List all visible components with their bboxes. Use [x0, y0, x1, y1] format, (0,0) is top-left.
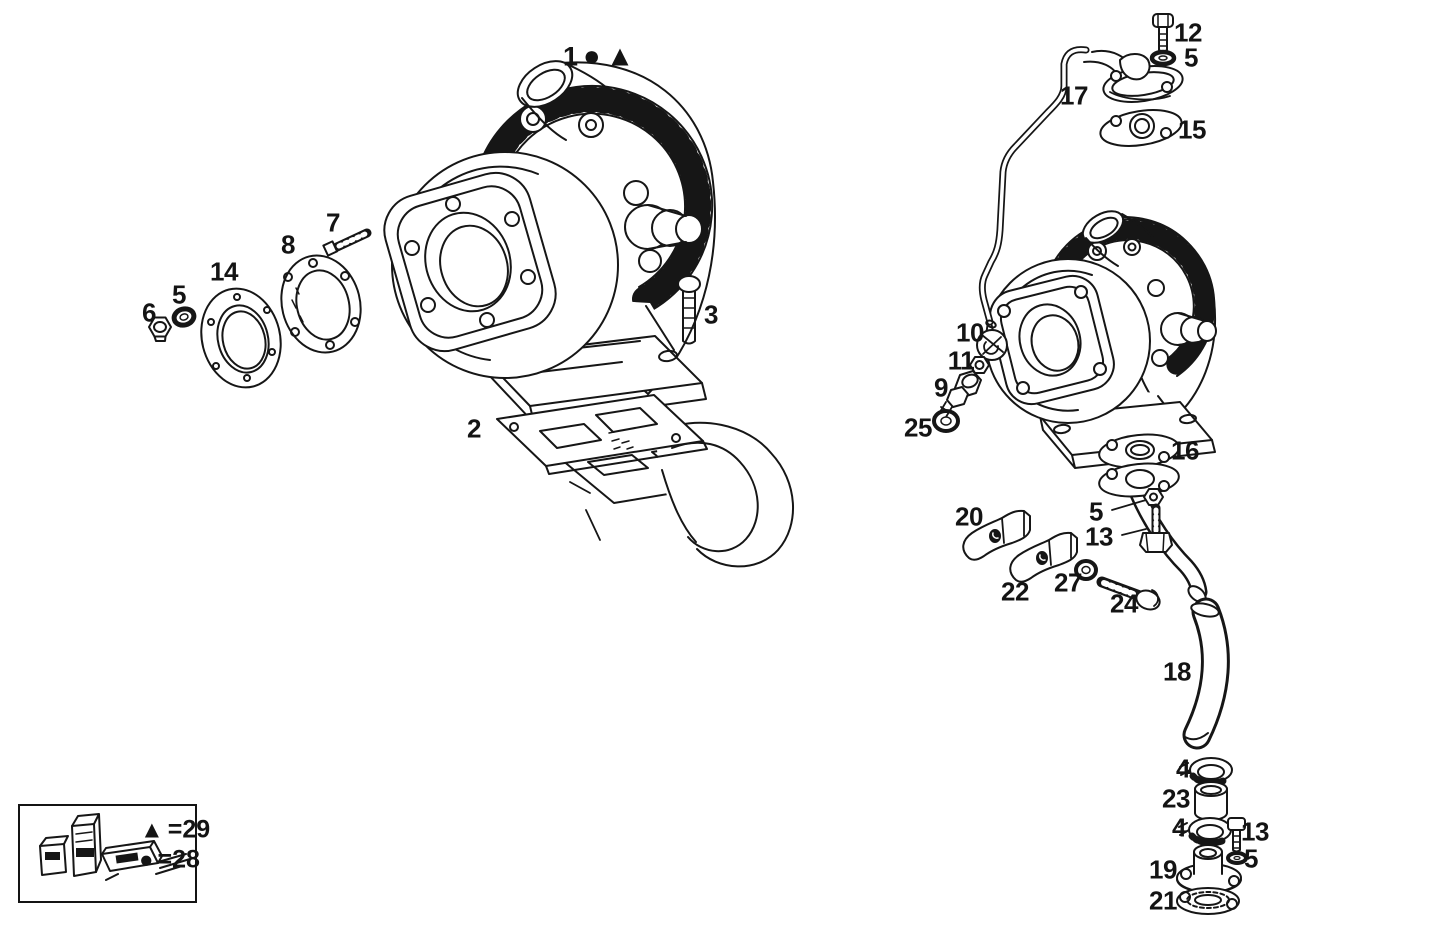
legend-triangle-value: =29	[167, 815, 211, 844]
legend-circle-row: ● =28	[139, 846, 200, 875]
callout-4-upper: 4	[1176, 753, 1190, 784]
hose-18	[1182, 597, 1230, 750]
callout-25: 25	[904, 412, 932, 443]
callout-15: 15	[1178, 114, 1206, 145]
callout-16: 16	[1171, 435, 1199, 466]
circle-symbol-icon: ●	[583, 40, 601, 73]
callout-18: 18	[1163, 656, 1191, 687]
callout-13-bottom: 13	[1241, 816, 1269, 847]
callout-2: 2	[467, 413, 481, 444]
callout-19: 19	[1149, 854, 1177, 885]
bolt-13-bottom	[1227, 817, 1246, 853]
bracket-20	[962, 509, 1031, 561]
gasket-15	[1099, 109, 1183, 147]
clamp-4-lower	[1178, 817, 1232, 847]
callout-9: 9	[934, 372, 948, 403]
callout-5-drain: 5	[1089, 496, 1103, 527]
clamp-4-upper	[1179, 757, 1233, 787]
parts-kit-illustration	[39, 813, 191, 881]
washer-27	[1074, 559, 1098, 581]
circle-symbol-icon: ●	[139, 846, 154, 873]
callout-7: 7	[326, 207, 340, 238]
callout-22: 22	[1001, 576, 1029, 607]
washer-25	[932, 409, 960, 433]
bolt-3	[677, 275, 701, 345]
callout-12: 12	[1174, 17, 1202, 48]
washer-5-left	[171, 306, 197, 328]
gasket-16	[1098, 433, 1180, 469]
callout-21: 21	[1149, 885, 1177, 916]
gasket-2	[496, 394, 708, 475]
stud-13-drain	[1121, 503, 1173, 553]
callout-5-left: 5	[172, 279, 186, 310]
triangle-symbol-icon: ▲	[605, 40, 635, 73]
callout-3: 3	[704, 299, 718, 330]
callout-11: 11	[947, 345, 975, 376]
callout-14: 14	[210, 256, 238, 287]
callout-10: 10	[956, 317, 984, 348]
bracket-22	[1009, 531, 1078, 583]
legend-box: ▲ =29 ● =28	[18, 804, 210, 903]
callout-24: 24	[1110, 588, 1138, 619]
gasket-21	[1176, 887, 1240, 915]
callout-1: 1 ● ▲	[563, 42, 634, 73]
legend-triangle-row: ▲ =29	[140, 816, 210, 845]
oil-drain-elbow	[1098, 462, 1208, 603]
washer-5-drain	[1111, 488, 1164, 511]
callout-23: 23	[1162, 783, 1190, 814]
nut-6	[148, 316, 172, 342]
washer-5-bottom	[1226, 851, 1248, 865]
banjo-bolt-10	[976, 329, 1008, 361]
callout-1-number: 1	[563, 41, 579, 72]
sleeve-23	[1194, 781, 1228, 821]
main-turbocharger	[383, 60, 716, 424]
banjo-flange-17	[1083, 50, 1184, 103]
callout-27: 27	[1054, 567, 1082, 598]
callout-5-top: 5	[1184, 42, 1198, 73]
gasket-8	[280, 254, 362, 354]
adapter-19	[1176, 844, 1242, 893]
right-turbocharger	[985, 210, 1217, 469]
callout-8: 8	[281, 229, 295, 260]
callout-13-drain: 13	[1085, 521, 1113, 552]
callout-5-bottom: 5	[1244, 843, 1258, 874]
triangle-symbol-icon: ▲	[140, 816, 164, 843]
legend-circle-value: =28	[157, 845, 200, 874]
washer-5-top	[1149, 49, 1177, 67]
ring-14	[200, 287, 282, 389]
union-9	[939, 370, 982, 418]
nut-11	[969, 356, 990, 374]
bolt-12	[1152, 13, 1174, 53]
callout-4-lower: 4	[1172, 812, 1186, 843]
callout-20: 20	[955, 501, 983, 532]
stud-7	[322, 228, 372, 257]
oil-feed-pipe-17	[978, 46, 1090, 329]
bolt-24	[1096, 576, 1161, 611]
callout-6: 6	[142, 297, 156, 328]
callout-17: 17	[1060, 80, 1088, 111]
